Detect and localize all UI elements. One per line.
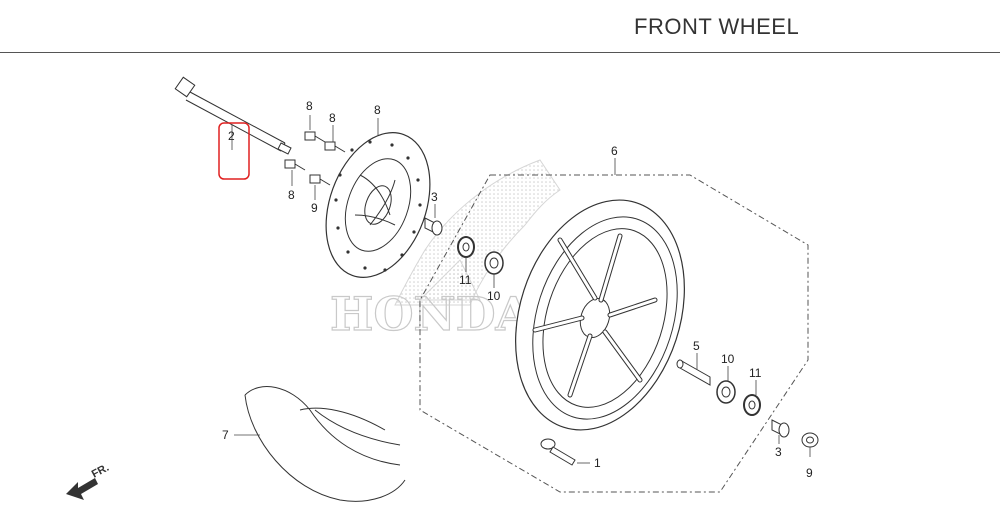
front-direction-label: FR. [90, 462, 111, 481]
front-direction-indicator: FR. [66, 462, 111, 500]
callout-11[interactable]: 11 [749, 366, 762, 380]
wheel-rim-part [515, 199, 685, 431]
highlight-box[interactable] [218, 122, 250, 180]
honda-watermark-text: HONDA [330, 287, 532, 341]
page-title: FRONT WHEEL [634, 14, 800, 39]
callout-1[interactable]: 1 [594, 456, 601, 470]
callout-8[interactable]: 8 [288, 188, 295, 202]
rim-band-part [244, 386, 406, 502]
header-divider [0, 52, 1000, 53]
axle-part [174, 76, 292, 155]
callout-6[interactable]: 7 [222, 428, 229, 442]
callout-8[interactable]: 8 [329, 111, 336, 125]
callout-10[interactable]: 10 [487, 289, 501, 303]
callout-3[interactable]: 3 [431, 190, 438, 204]
callout-2[interactable]: 2 [228, 129, 235, 143]
callout-8[interactable]: 8 [306, 99, 313, 113]
callout-8[interactable]: 9 [311, 201, 318, 215]
bearing-part [457, 236, 761, 416]
hub-spacer-part [676, 359, 711, 386]
callout-5[interactable]: 6 [611, 144, 618, 158]
spacer-part [424, 217, 790, 438]
valve-part [540, 438, 576, 466]
bolt-part [284, 131, 346, 186]
nut-part [801, 432, 819, 448]
callout-9[interactable]: 9 [806, 466, 813, 480]
callout-3[interactable]: 3 [775, 445, 782, 459]
honda-wing-watermark: HONDA [329, 159, 561, 342]
callout-11[interactable]: 11 [459, 273, 472, 287]
callout-10[interactable]: 10 [721, 352, 735, 366]
callout-7[interactable]: 8 [374, 103, 381, 117]
callout-4[interactable]: 5 [693, 339, 700, 353]
brake-disc-part [325, 132, 431, 278]
leader-lines [231, 115, 811, 464]
